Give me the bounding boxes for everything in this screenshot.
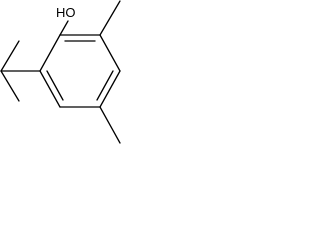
hydroxyl-bond <box>59 20 69 36</box>
ring-bond-c5-c6 <box>39 34 61 72</box>
molecule-structure: HO <box>0 0 121 144</box>
ring-bond-c4-c5 <box>39 70 61 108</box>
ring-bond-c2-c3 <box>99 70 121 108</box>
hydroxyl-label: HO <box>56 5 76 20</box>
ring-bond-c1-c2 <box>99 34 121 72</box>
ring-double-bond-inner-right <box>96 70 114 101</box>
methyl-bond-lower <box>99 106 121 144</box>
tert-butyl-methyl-down <box>0 70 20 102</box>
structure-canvas: HO <box>0 0 166 150</box>
tert-butyl-methyl-up <box>0 40 20 72</box>
ring-double-bond-inner-left <box>46 70 64 101</box>
methyl-bond-upper <box>99 0 121 36</box>
